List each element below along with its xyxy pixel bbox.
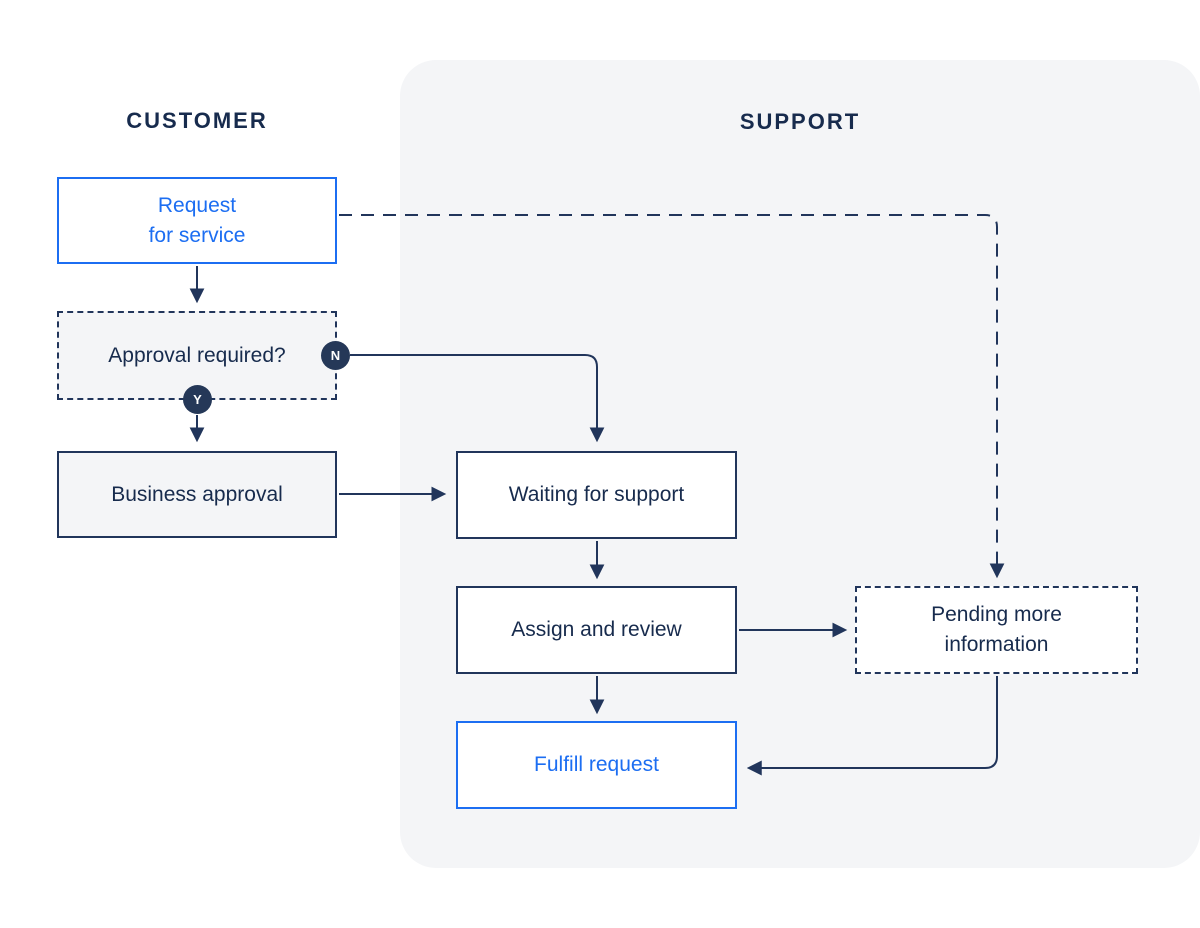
lane-label-customer: CUSTOMER	[126, 108, 268, 133]
node-business-approval: Business approval	[57, 451, 337, 538]
node-pending-line2: information	[944, 633, 1049, 656]
node-assign-and-review: Assign and review	[456, 586, 737, 674]
node-fulfill-label: Fulfill request	[534, 753, 659, 776]
decision-badge-yes: Y	[183, 385, 212, 414]
node-pending-line1: Pending more	[931, 603, 1062, 626]
node-assign-label: Assign and review	[511, 618, 682, 641]
node-request-line1: Request	[157, 193, 237, 217]
node-waiting-for-support: Waiting for support	[456, 451, 737, 539]
decision-badge-no: N	[321, 341, 350, 370]
node-approval-label: Approval required?	[108, 343, 286, 367]
lane-label-support: SUPPORT	[739, 109, 861, 134]
node-pending-more-information: Pending more information	[855, 586, 1138, 674]
node-business-label: Business approval	[111, 482, 283, 506]
node-request-line2: for service	[148, 223, 246, 247]
node-waiting-label: Waiting for support	[508, 483, 685, 506]
node-request-for-service: Request for service	[57, 177, 337, 264]
node-fulfill-request: Fulfill request	[456, 721, 737, 809]
